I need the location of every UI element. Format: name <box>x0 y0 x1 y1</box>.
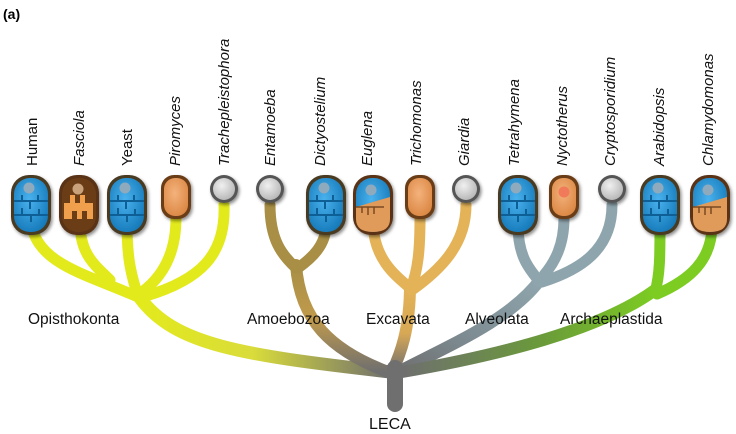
taxon-label-yeast: Yeast <box>119 128 136 166</box>
group-label-excavata: Excavata <box>366 311 430 328</box>
facultative-anaerobic-mitochondrion-icon <box>353 175 393 235</box>
organelles <box>11 175 730 235</box>
mitochondrion-icon <box>11 175 51 235</box>
mitosome-icon <box>598 175 626 203</box>
taxon-label-arabidopsis: Arabidopsis <box>651 87 668 167</box>
taxon-label-piromyces: Piromyces <box>167 95 184 166</box>
mitosome-icon <box>256 175 284 203</box>
taxon-label-tetrahymena: Tetrahymena <box>506 79 523 166</box>
group-label-alveolata: Alveolata <box>465 311 529 328</box>
taxon-label-euglena: Euglena <box>359 111 376 166</box>
branch-nyctotherus <box>544 218 564 275</box>
mitosome-icon <box>452 175 480 203</box>
hydrogenosome-icon <box>405 175 435 219</box>
taxon-label-dictyostelium: Dictyostelium <box>312 77 329 166</box>
group-label-archaeplastida: Archaeplastida <box>560 311 663 328</box>
branch-piromyces <box>142 218 176 292</box>
hydrogenosome-icon <box>161 175 191 219</box>
branch-entamoeba <box>270 205 296 268</box>
taxon-label-trachepleistophora: Trachepleistophora <box>216 39 233 166</box>
taxon-label-fasciola: Fasciola <box>71 110 88 166</box>
anaerobic-mitochondrion-icon <box>59 175 99 235</box>
hydrogenosome-with-genome-icon <box>549 175 579 219</box>
taxon-label-human: Human <box>24 118 41 166</box>
taxon-label-cryptosporidium: Cryptosporidium <box>602 57 619 166</box>
taxon-label-trichomonas: Trichomonas <box>408 80 425 166</box>
mitochondrion-icon <box>107 175 147 235</box>
group-label-amoebozoa: Amoebozoa <box>247 311 330 328</box>
taxon-label-chlamydomonas: Chlamydomonas <box>700 53 717 166</box>
taxon-label-giardia: Giardia <box>456 118 473 166</box>
taxon-labels: Human Fasciola Yeast Piromyces Tracheple… <box>24 39 717 167</box>
facultative-anaerobic-mitochondrion-icon <box>690 175 730 235</box>
taxon-label-nyctotherus: Nyctotherus <box>554 85 571 166</box>
branch-archaeplastida-stem <box>402 290 655 372</box>
branch-trichomonas <box>411 218 420 288</box>
branch-excavata-stem <box>392 285 410 372</box>
mitochondrion-icon <box>306 175 346 235</box>
group-label-opisthokonta: Opisthokonta <box>28 311 120 328</box>
root-label: LECA <box>369 416 411 433</box>
panel-label: (a) <box>3 6 20 22</box>
mitosome-icon <box>210 175 238 203</box>
mitochondrion-icon <box>498 175 538 235</box>
taxon-label-entamoeba: Entamoeba <box>262 89 279 166</box>
mitochondrion-icon <box>640 175 680 235</box>
group-labels: Opisthokonta Amoebozoa Excavata Alveolat… <box>28 311 663 328</box>
branch-arabidopsis <box>655 225 660 292</box>
